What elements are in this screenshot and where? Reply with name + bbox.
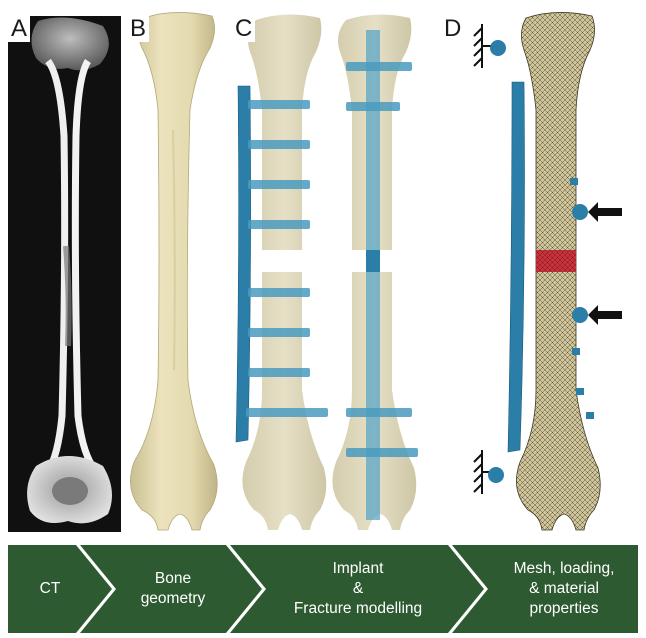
nail-model <box>332 14 418 530</box>
mesh-plate <box>508 82 525 452</box>
fracture-region <box>536 250 576 272</box>
bone-plate <box>236 86 251 442</box>
workflow-step-mesh-loading: Mesh, loading, & material properties <box>492 559 636 619</box>
workflow-step-implant-fracture: Implant & Fracture modelling <box>270 559 446 619</box>
ct-image <box>8 16 121 532</box>
panel-a-ct-scan: A <box>8 16 121 532</box>
workflow-bar: CT Bone geometry Implant & Fracture mode… <box>8 545 638 633</box>
panel-c-implant-models <box>228 10 428 535</box>
panel-label-a: A <box>8 16 30 42</box>
panel-b-bone-geometry <box>118 10 230 535</box>
workflow-step-ct: CT <box>18 579 82 599</box>
workflow-step-bone-geometry: Bone geometry <box>118 569 228 609</box>
load-arrow-lower <box>588 305 622 325</box>
top-support-icon <box>474 24 492 68</box>
panel-label-c: C <box>232 16 255 42</box>
plate-model <box>236 14 328 530</box>
panel-d-mesh-loading <box>450 10 640 535</box>
panel-label-b: B <box>127 16 149 42</box>
panel-label-d: D <box>441 16 464 42</box>
bottom-support-icon <box>474 450 490 494</box>
load-arrow-upper <box>588 202 622 222</box>
